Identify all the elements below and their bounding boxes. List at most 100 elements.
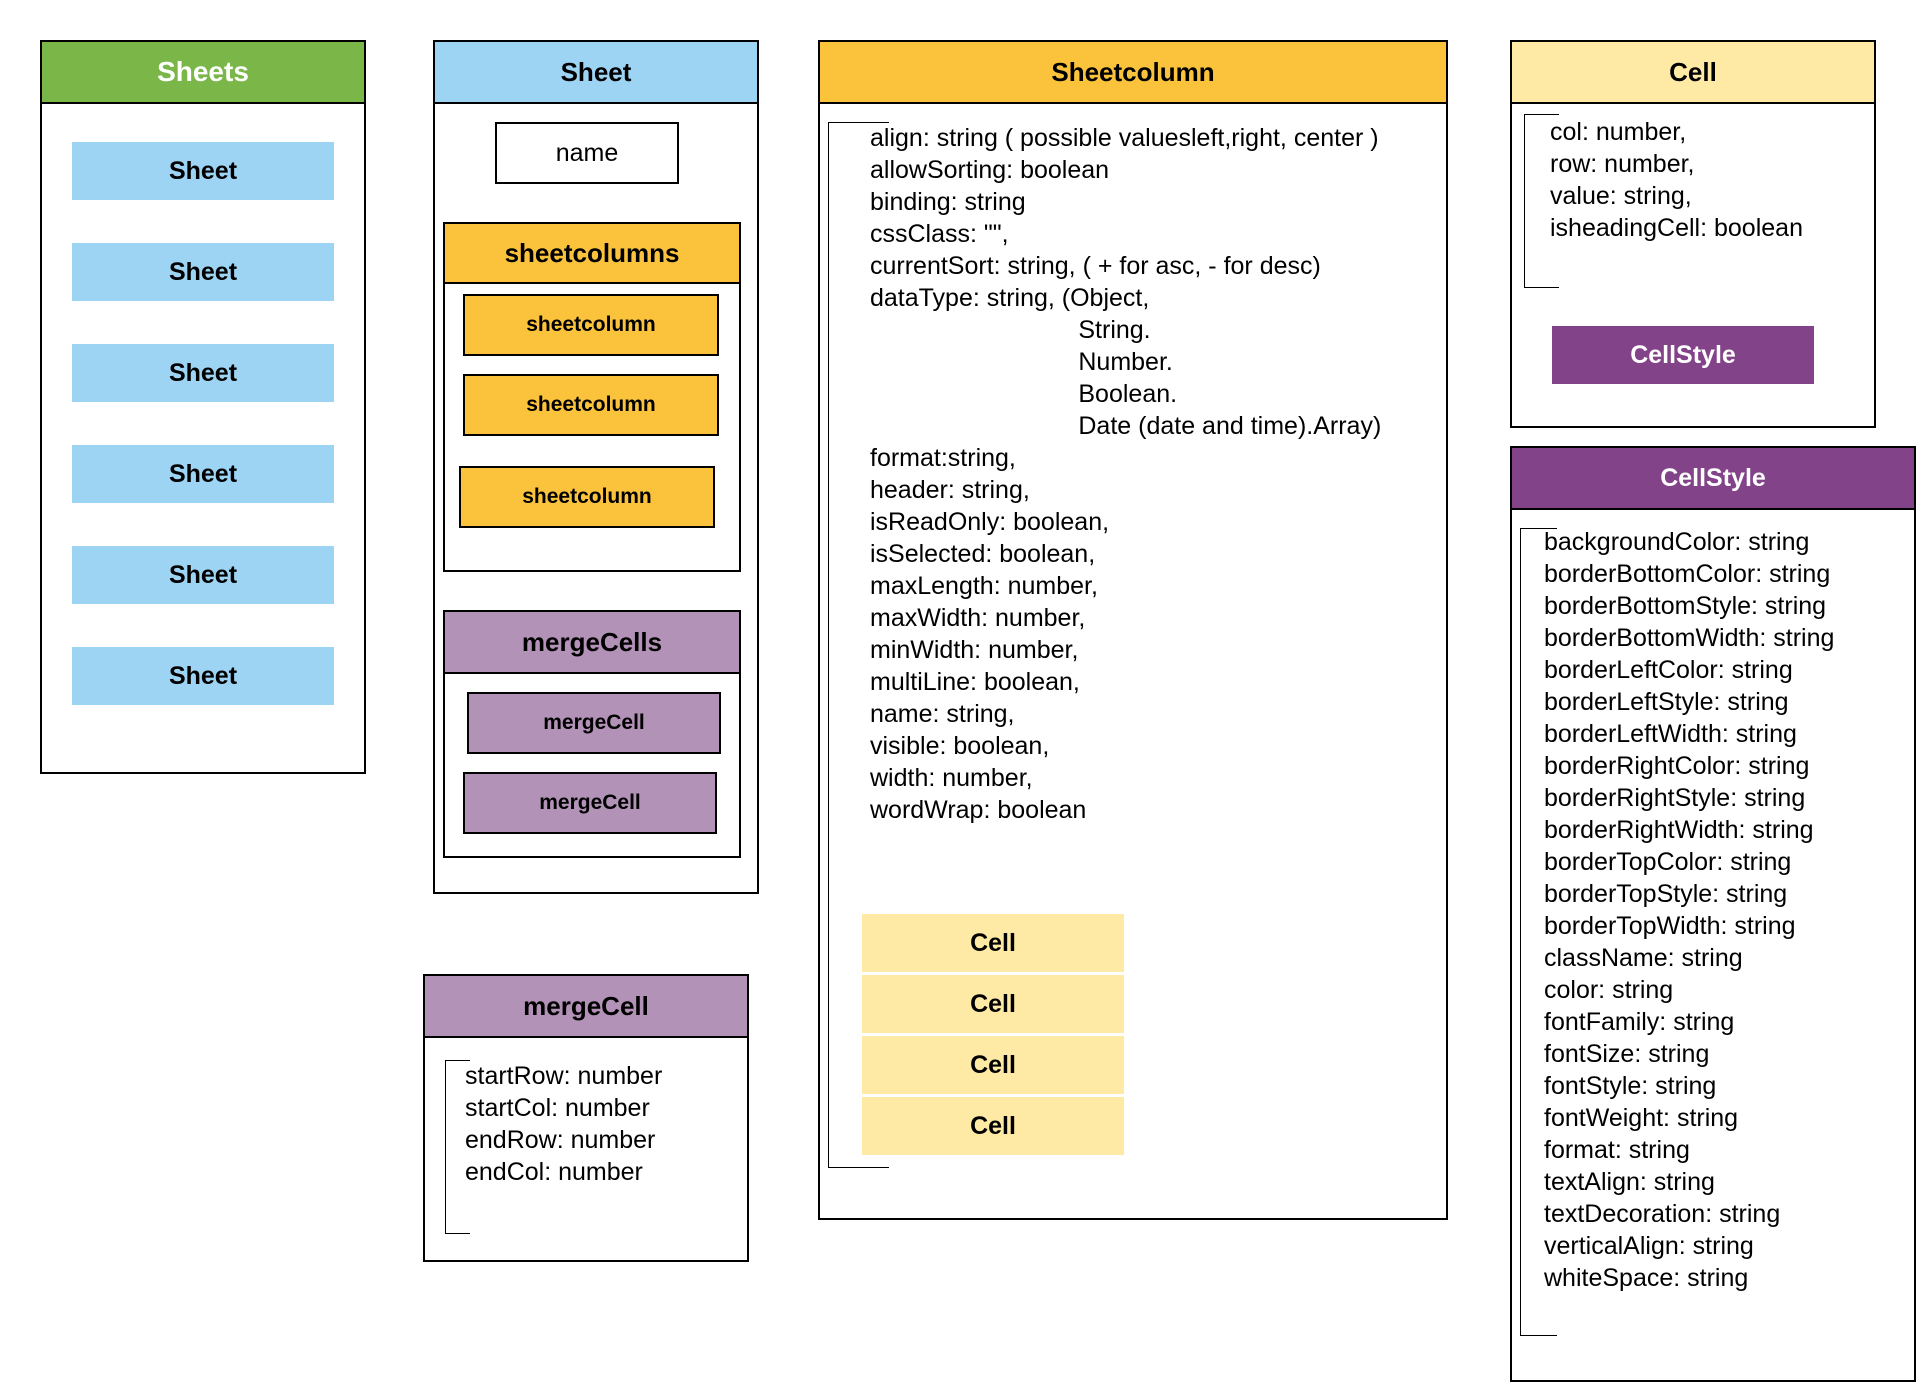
sheetcolumns-group-header: sheetcolumns <box>445 224 739 284</box>
cell-field: row: number, <box>1550 150 1695 178</box>
sheetcolumns-group: sheetcolumns sheetcolumn sheetcolumn sheet… <box>443 222 741 572</box>
cellstyle-field: format: string <box>1544 1136 1690 1164</box>
mergecells-group-header: mergeCells <box>445 612 739 674</box>
cellstyle-panel-header: CellStyle <box>1512 448 1914 510</box>
cell-panel-header: Cell <box>1512 42 1874 104</box>
sheets-list-item: Sheet <box>72 243 334 301</box>
sheetcolumn-field: isSelected: boolean, <box>870 540 1096 568</box>
cellstyle-field: color: string <box>1544 976 1674 1004</box>
cellstyle-field: borderTopWidth: string <box>1544 912 1796 940</box>
cellstyle-field: textAlign: string <box>1544 1168 1715 1196</box>
cellstyle-field: fontSize: string <box>1544 1040 1710 1068</box>
sheets-list-item-label: Sheet <box>168 661 238 690</box>
sheets-panel-header: Sheets <box>42 42 364 104</box>
cell-field: value: string, <box>1550 182 1692 210</box>
sheetcolumn-panel-header: Sheetcolumn <box>820 42 1446 104</box>
cell-cellstyle-ref: CellStyle <box>1552 326 1814 384</box>
sheetcolumn-item: sheetcolumn <box>463 374 719 436</box>
sheet-name-field: name <box>495 122 679 184</box>
sheetcolumn-field: format:string, <box>870 444 1016 472</box>
cellstyle-field: borderRightStyle: string <box>1544 784 1806 812</box>
mergecell-item-label: mergeCell <box>539 791 641 814</box>
sheetcolumn-item-label: sheetcolumn <box>526 393 656 416</box>
sheetcolumn-field: binding: string <box>870 188 1026 216</box>
sheetcolumn-field: header: string, <box>870 476 1030 504</box>
sheetcolumn-field: cssClass: "", <box>870 220 1009 248</box>
sheetcolumn-field: Number. <box>870 348 1173 376</box>
cell-panel-title: Cell <box>1669 56 1717 87</box>
mergecell-panel: mergeCell startRow: number startCol: numb… <box>423 974 749 1262</box>
cell-cellstyle-ref-label: CellStyle <box>1630 340 1736 369</box>
cellstyle-field: fontWeight: string <box>1544 1104 1739 1132</box>
cell-panel: Cell col: number, row: number, value: stri… <box>1510 40 1876 428</box>
sheetcolumn-cell-item: Cell <box>862 1097 1124 1155</box>
sheets-list-item: Sheet <box>72 344 334 402</box>
sheetcolumn-field: dataType: string, (Object, <box>870 284 1150 312</box>
mergecell-panel-header: mergeCell <box>425 976 747 1038</box>
sheetcolumn-field: Boolean. <box>870 380 1178 408</box>
mergecell-item-label: mergeCell <box>543 711 645 734</box>
cellstyle-field: borderLeftWidth: string <box>1544 720 1797 748</box>
mergecell-fields: startRow: number startCol: number endRow: … <box>465 1060 662 1188</box>
sheetcolumn-field: multiLine: boolean, <box>870 668 1080 696</box>
cellstyle-field: fontStyle: string <box>1544 1072 1717 1100</box>
cell-fields: col: number, row: number, value: string, is… <box>1550 116 1803 244</box>
cell-field: isheadingCell: boolean <box>1550 214 1803 242</box>
mergecell-field: endCol: number <box>465 1158 643 1186</box>
cell-field: col: number, <box>1550 118 1687 146</box>
sheets-list-item: Sheet <box>72 445 334 503</box>
cellstyle-field: borderRightWidth: string <box>1544 816 1814 844</box>
cellstyle-field: verticalAlign: string <box>1544 1232 1754 1260</box>
mergecell-field: endRow: number <box>465 1126 656 1154</box>
sheetcolumn-cell-item: Cell <box>862 914 1124 972</box>
sheetcolumn-cell-item-label: Cell <box>970 928 1016 957</box>
mergecell-panel-title: mergeCell <box>523 990 649 1021</box>
cellstyle-panel-title: CellStyle <box>1660 463 1766 492</box>
sheets-panel-title: Sheets <box>157 56 249 87</box>
mergecells-group-title: mergeCells <box>521 626 663 657</box>
sheet-panel-header: Sheet <box>435 42 757 104</box>
sheetcolumn-field: visible: boolean, <box>870 732 1050 760</box>
sheet-panel-title: Sheet <box>560 56 632 87</box>
sheets-list-item: Sheet <box>72 142 334 200</box>
mergecell-item: mergeCell <box>463 772 717 834</box>
sheets-list-item-label: Sheet <box>168 459 238 488</box>
sheetcolumn-field: Date (date and time).Array) <box>870 412 1382 440</box>
mergecells-group: mergeCells mergeCell mergeCell <box>443 610 741 858</box>
sheetcolumn-field: align: string ( possible valuesleft,righ… <box>870 124 1379 152</box>
sheetcolumn-field: maxLength: number, <box>870 572 1098 600</box>
cellstyle-field: fontFamily: string <box>1544 1008 1735 1036</box>
sheets-list-item-label: Sheet <box>168 358 238 387</box>
sheetcolumn-item-label: sheetcolumn <box>526 313 656 336</box>
cellstyle-field: borderTopStyle: string <box>1544 880 1788 908</box>
sheetcolumns-group-title: sheetcolumns <box>504 237 680 268</box>
sheetcolumn-item-label: sheetcolumn <box>522 485 652 508</box>
sheetcolumn-cell-item-label: Cell <box>970 1111 1016 1140</box>
mergecell-item: mergeCell <box>467 692 721 754</box>
sheetcolumn-field: width: number, <box>870 764 1033 792</box>
sheetcolumn-cell-item: Cell <box>862 975 1124 1033</box>
cellstyle-field: borderLeftColor: string <box>1544 656 1793 684</box>
sheetcolumn-panel: Sheetcolumn align: string ( possible val… <box>818 40 1448 1220</box>
mergecell-fields-bracket <box>445 1060 470 1234</box>
sheetcolumn-field: currentSort: string, ( + for asc, - for … <box>870 252 1321 280</box>
cellstyle-panel: CellStyle backgroundColor: string borderB… <box>1510 446 1916 1382</box>
cellstyle-field: borderBottomWidth: string <box>1544 624 1835 652</box>
sheets-list-item: Sheet <box>72 546 334 604</box>
sheetcolumn-field: allowSorting: boolean <box>870 156 1110 184</box>
cellstyle-field: backgroundColor: string <box>1544 528 1810 556</box>
sheetcolumn-field: wordWrap: boolean <box>870 796 1087 824</box>
sheetcolumn-field: minWidth: number, <box>870 636 1079 664</box>
cellstyle-field: borderTopColor: string <box>1544 848 1792 876</box>
sheetcolumn-fields: align: string ( possible valuesleft,righ… <box>870 122 1381 826</box>
cellstyle-field: className: string <box>1544 944 1743 972</box>
mergecell-field: startRow: number <box>465 1062 663 1090</box>
sheetcolumn-cell-item-label: Cell <box>970 1050 1016 1079</box>
cellstyle-field: textDecoration: string <box>1544 1200 1781 1228</box>
cellstyle-field: borderRightColor: string <box>1544 752 1810 780</box>
cellstyle-field: borderLeftStyle: string <box>1544 688 1789 716</box>
mergecell-field: startCol: number <box>465 1094 650 1122</box>
sheetcolumn-item: sheetcolumn <box>463 294 719 356</box>
